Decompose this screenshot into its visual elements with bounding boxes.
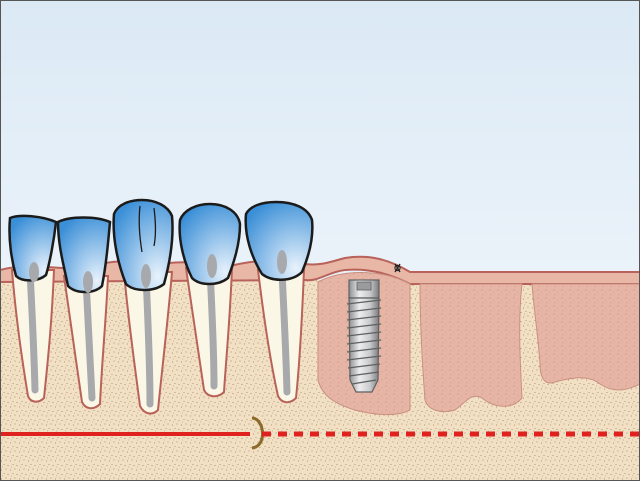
tooth-4-root <box>184 267 234 398</box>
tooth-5-crown <box>244 200 314 281</box>
tooth-5-root <box>256 269 306 404</box>
tooth-5-canal <box>278 268 291 396</box>
implant-body <box>348 297 380 393</box>
tooth-3 <box>112 198 174 415</box>
implant-hex <box>356 281 372 291</box>
tooth-4-crown <box>178 202 242 286</box>
tooth-3-mamelon-lines <box>138 205 157 253</box>
implant-threads <box>346 299 382 385</box>
tooth-2-pulp <box>83 271 93 293</box>
tooth-2 <box>56 216 112 410</box>
tooth-4 <box>178 202 242 398</box>
healing-socket-1 <box>419 283 523 413</box>
tooth-3-canal <box>142 272 154 408</box>
tooth-4-pulp <box>207 254 217 278</box>
tooth-5 <box>244 200 314 404</box>
healing-socket-2 <box>531 283 640 391</box>
dental-implant-icon <box>346 279 382 393</box>
tooth-1 <box>8 214 58 403</box>
suture-icon <box>394 263 401 273</box>
tooth-1-canal <box>26 268 39 394</box>
tooth-3-pulp <box>141 264 151 288</box>
tooth-2-crown <box>56 216 112 294</box>
tooth-4-canal <box>206 266 218 390</box>
tooth-1-crown <box>8 214 58 282</box>
tooth-1-pulp <box>29 262 39 282</box>
tooth-5-pulp <box>277 250 287 274</box>
tooth-3-crown <box>112 198 174 292</box>
